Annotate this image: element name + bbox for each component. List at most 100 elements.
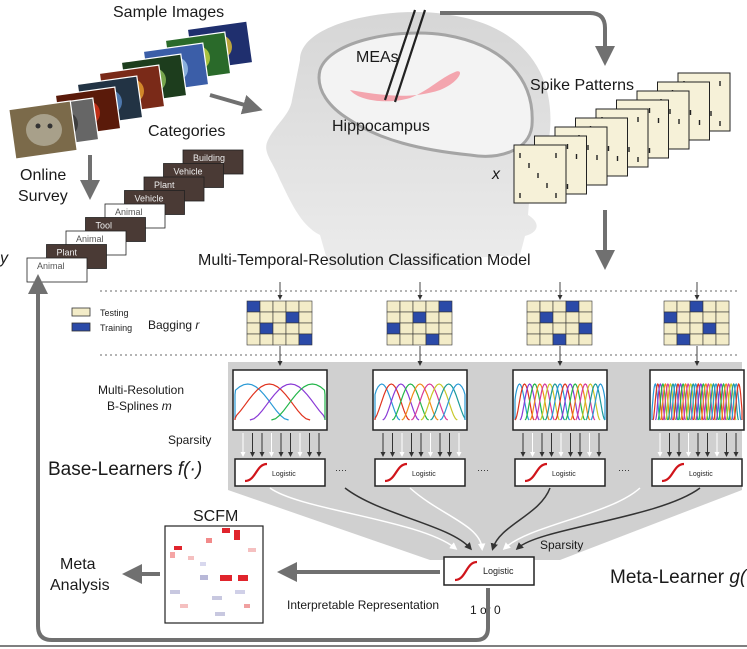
logistic-curve-icon — [244, 462, 268, 483]
testing-cell — [689, 311, 704, 324]
meta-learner-label: Meta-Learner g(·) — [610, 567, 747, 588]
training-cell — [663, 311, 678, 324]
base-learners-label: Base-Learners f(·) — [48, 459, 202, 480]
arrow-feedback-loop — [28, 274, 490, 642]
scfm-label: SCFM — [193, 508, 238, 525]
training-cell — [552, 333, 567, 346]
logistic-curve-icon — [454, 560, 478, 582]
scfm-cell — [200, 575, 208, 580]
category-label: Animal — [115, 207, 143, 217]
scfm-cell — [244, 604, 250, 608]
testing-cell — [526, 311, 541, 324]
testing-cell — [246, 311, 261, 324]
category-label: Animal — [37, 261, 65, 271]
meta-analysis-label-line2: Analysis — [50, 577, 110, 594]
meas-label: MEAs — [356, 49, 399, 66]
output-label: 1 or 0 — [470, 603, 501, 617]
testing-cell — [399, 300, 414, 313]
testing-cell — [386, 333, 401, 346]
testing-cell — [552, 322, 567, 335]
testing-cell — [565, 311, 580, 324]
testing-cell — [259, 311, 274, 324]
training-cell — [285, 311, 300, 324]
scfm-cell — [206, 538, 212, 543]
scfm-cell — [200, 562, 206, 566]
testing-cell — [715, 333, 730, 346]
meta-logistic-label: Logistic — [483, 566, 514, 576]
training-cell — [246, 300, 261, 313]
training-cell — [578, 322, 593, 335]
base-logistic-box — [651, 458, 743, 487]
bagging-label: Bagging r — [148, 318, 200, 332]
testing-cell — [272, 311, 287, 324]
testing-cell — [272, 333, 287, 346]
testing-cell — [412, 300, 427, 313]
ellipsis-2: ···· — [477, 465, 489, 475]
categories-label: Categories — [148, 123, 225, 140]
testing-cell — [285, 322, 300, 335]
bsplines-label-line1: Multi-Resolution — [98, 383, 184, 397]
testing-cell — [272, 322, 287, 335]
sample-photo-stack-icon — [8, 20, 254, 160]
scfm-box — [164, 525, 264, 624]
scfm-cell — [180, 604, 188, 608]
testing-cell — [702, 300, 717, 313]
training-cell — [539, 311, 554, 324]
testing-cell — [578, 333, 593, 346]
meta-learner-inputs — [269, 487, 701, 551]
testing-cell — [298, 322, 313, 335]
b-spline-box — [232, 369, 328, 431]
scfm-cell — [235, 590, 245, 594]
base-logistic-label: Logistic — [412, 471, 436, 478]
testing-cell — [565, 322, 580, 335]
testing-cell — [425, 322, 440, 335]
testing-cell — [663, 333, 678, 346]
category-label: Tool — [96, 221, 113, 231]
learner-column: Logistic — [232, 282, 328, 487]
online-survey-label-line1: Online — [20, 167, 66, 184]
training-cell — [689, 300, 704, 313]
testing-cell — [425, 300, 440, 313]
spike-patterns-label: Spike Patterns — [530, 77, 634, 94]
testing-cell — [438, 322, 453, 335]
meta-analysis-label-line1: Meta — [60, 556, 96, 573]
meta-sparsity-label: Sparsity — [540, 538, 583, 552]
testing-cell — [702, 311, 717, 324]
training-cell — [702, 322, 717, 335]
legend-training-label: Training — [100, 323, 132, 333]
meta-learner-logistic-box: Logistic — [443, 556, 535, 586]
base-logistic-label: Logistic — [689, 471, 713, 478]
spike-pattern-card — [513, 144, 567, 204]
testing-cell — [676, 300, 691, 313]
testing-cell — [399, 311, 414, 324]
testing-cell — [412, 333, 427, 346]
testing-cell — [715, 311, 730, 324]
scfm-cell — [174, 546, 182, 550]
testing-cell — [578, 311, 593, 324]
b-spline-curves-icon — [374, 383, 466, 421]
testing-cell — [438, 311, 453, 324]
testing-cell — [689, 322, 704, 335]
arrow-head-to-spikes — [440, 11, 615, 66]
ellipsis-3: ···· — [618, 465, 630, 475]
testing-cell — [285, 300, 300, 313]
training-cell — [425, 333, 440, 346]
testing-cell — [259, 333, 274, 346]
ellipsis-1: ···· — [335, 465, 347, 475]
scfm-cell — [234, 530, 240, 540]
interpretable-label: Interpretable Representation — [287, 598, 439, 612]
testing-cell — [715, 300, 730, 313]
testing-cell — [246, 322, 261, 335]
testing-cell — [663, 322, 678, 335]
sparsity-label: Sparsity — [168, 433, 211, 447]
spike-pattern-stack-icon — [513, 72, 731, 204]
testing-cell — [386, 311, 401, 324]
scfm-cell — [248, 548, 256, 552]
category-label: Animal — [76, 234, 104, 244]
testing-cell — [539, 333, 554, 346]
scfm-cell — [170, 552, 175, 558]
scfm-cell — [170, 590, 180, 594]
